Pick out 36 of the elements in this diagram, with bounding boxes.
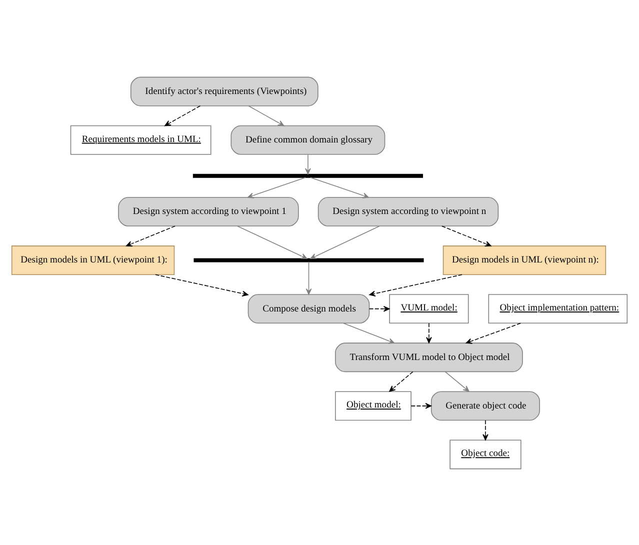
node-box: Compose design models: [248, 294, 370, 324]
node-bar: [192, 173, 423, 178]
node-box: Object model:: [335, 390, 412, 420]
arrow: [237, 225, 308, 258]
node-box: Object implementation pattern:: [488, 294, 628, 324]
node-box: Transform VUML model to Object model: [335, 342, 523, 372]
arrow: [164, 105, 201, 126]
arrow: [369, 274, 462, 296]
node-box: Generate object code: [430, 390, 540, 420]
arrow: [305, 154, 311, 174]
arrow: [482, 419, 488, 440]
arrow: [368, 305, 390, 312]
node-box: Identify actor's requirements (Viewpoints): [130, 76, 318, 106]
arrow: [343, 322, 395, 344]
arrow: [389, 370, 414, 392]
node-box: Object code:: [450, 439, 522, 469]
node-box: Design models in UML (viewpoint 1):: [11, 245, 175, 274]
arrow: [310, 176, 369, 198]
arrow: [410, 402, 432, 408]
arrow: [310, 225, 380, 258]
arrow: [426, 322, 432, 343]
node-box: Design system according to viewpoint n: [318, 196, 499, 226]
node-box: Design models in UML (viewpoint n):: [442, 245, 606, 274]
arrow: [155, 274, 248, 296]
arrow: [306, 260, 312, 294]
arrow: [444, 370, 470, 392]
node-bar: [194, 258, 424, 262]
arrow: [126, 225, 176, 246]
arrow: [248, 105, 284, 126]
arrow: [466, 322, 521, 344]
node-box: VUML model:: [389, 294, 469, 324]
node-box: Design system according to viewpoint 1: [118, 196, 299, 226]
arrow: [441, 225, 492, 246]
node-box: Define common domain glossary: [230, 124, 386, 154]
arrow: [247, 176, 306, 198]
node-box: Requirements models in UML:: [70, 124, 212, 154]
